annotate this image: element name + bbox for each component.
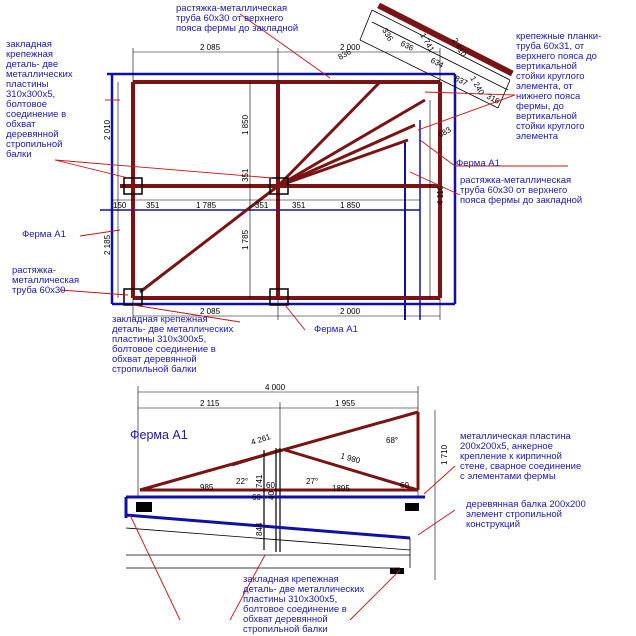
dim-left-span: 2 115: [200, 399, 220, 408]
note-rastyazhka-right: растяжка-металлическая труба 60х30 от ве…: [460, 175, 583, 206]
dim-angle-68: 68°: [386, 436, 398, 445]
plan-dimension-lines: [112, 48, 441, 320]
dim-angle-27: 27°: [306, 477, 318, 486]
wood-beam: [125, 527, 411, 569]
wall-outline: [100, 72, 457, 320]
dim-60c: 60: [400, 481, 409, 490]
dim-row-1850: 1 850: [340, 201, 361, 210]
leader-lines: [54, 13, 568, 331]
dim-diag-336: 336: [380, 27, 395, 44]
note-metal-plate: металлическая пластина 200х200х5, анкерн…: [460, 431, 582, 482]
dim-height: 1 710: [440, 444, 449, 465]
slope-detail: [359, 2, 514, 109]
dim-row-351a: 351: [146, 201, 160, 210]
section-view: 4 000 2 115 1 955 1 710 4 261 1 980 68° …: [124, 383, 456, 621]
dim-bottom-left: 2 085: [200, 307, 221, 316]
dim-1895: 1895: [332, 484, 350, 493]
dim-diag-316: 316: [485, 92, 501, 106]
label-ferma-a1-right: Ферма А1: [456, 158, 500, 169]
note-beam: деревянная балка 200х200 элемент стропил…: [466, 499, 586, 530]
label-ferma-a1-bottom: Ферма А1: [314, 324, 358, 335]
dim-top-right: 2 000: [340, 43, 361, 52]
dim-row-351c: 351: [292, 201, 306, 210]
dim-60a: 60: [266, 481, 275, 490]
dim-left-upper: 2 010: [103, 119, 112, 140]
dim-60b: 60: [252, 493, 261, 502]
note-rastyazhka-left: растяжка- металлическая труба 60х30: [12, 265, 80, 296]
dim-rafter-right: 1 980: [339, 451, 361, 465]
rafter-beams: [120, 80, 442, 300]
note-top-rastyazhka: растяжка-металлическая труба 60х30 от ве…: [176, 3, 299, 34]
truss-posts: [263, 448, 281, 552]
section-leaders: [129, 465, 456, 621]
dim-top-left: 2 085: [200, 43, 221, 52]
dim-row-1785: 1 785: [196, 201, 217, 210]
dim-row-351d: 351: [241, 168, 250, 182]
dim-row-351b: 351: [255, 201, 269, 210]
note-krepezhnye-planki: крепежные планки- труба 60х31, от верхне…: [516, 31, 602, 142]
section-title: Ферма А1: [130, 428, 188, 442]
dim-overall: 4 000: [265, 383, 286, 392]
dim-mid-upper: 1 850: [241, 114, 250, 135]
dim-diag-2410: 2 410: [450, 37, 468, 59]
dim-right-4110: 4 110: [436, 185, 445, 205]
dim-bottom-right: 2 000: [340, 307, 361, 316]
plan-view: 2 085 2 000 2 085 2 000 150 351 1 785 35…: [54, 2, 568, 331]
note-zakladnaya-bottom: закладная крепежная деталь- две металлич…: [112, 314, 234, 375]
dim-angle-22a: 22°: [236, 477, 248, 486]
dim-row-150: 150: [113, 201, 127, 210]
dim-left-lower: 2 185: [103, 234, 112, 255]
note-zakladnaya-section: закладная крепежная деталь- две металлич…: [243, 574, 365, 635]
dim-40: 40: [267, 491, 276, 500]
dim-mid-lower: 1 785: [241, 229, 250, 250]
truss-a1: [139, 410, 420, 492]
dim-diag-636: 636: [399, 39, 415, 53]
dim-right-span: 1 955: [335, 399, 356, 408]
note-zakladnaya-left: закладная крепежная деталь- две металлич…: [6, 39, 73, 160]
wall-beams: [124, 495, 425, 540]
dim-741: 741: [255, 474, 264, 488]
dim-844: 844: [255, 522, 264, 536]
label-ferma-a1-left: Ферма А1: [22, 229, 66, 240]
section-dimensions: 4 000 2 115 1 955 1 710 4 261 1 980 68° …: [200, 383, 449, 536]
diagonal-rafters: [133, 80, 426, 294]
dim-rafter-left: 4 261: [250, 432, 272, 447]
plate-details: [136, 502, 419, 574]
dim-985: 985: [200, 483, 214, 492]
